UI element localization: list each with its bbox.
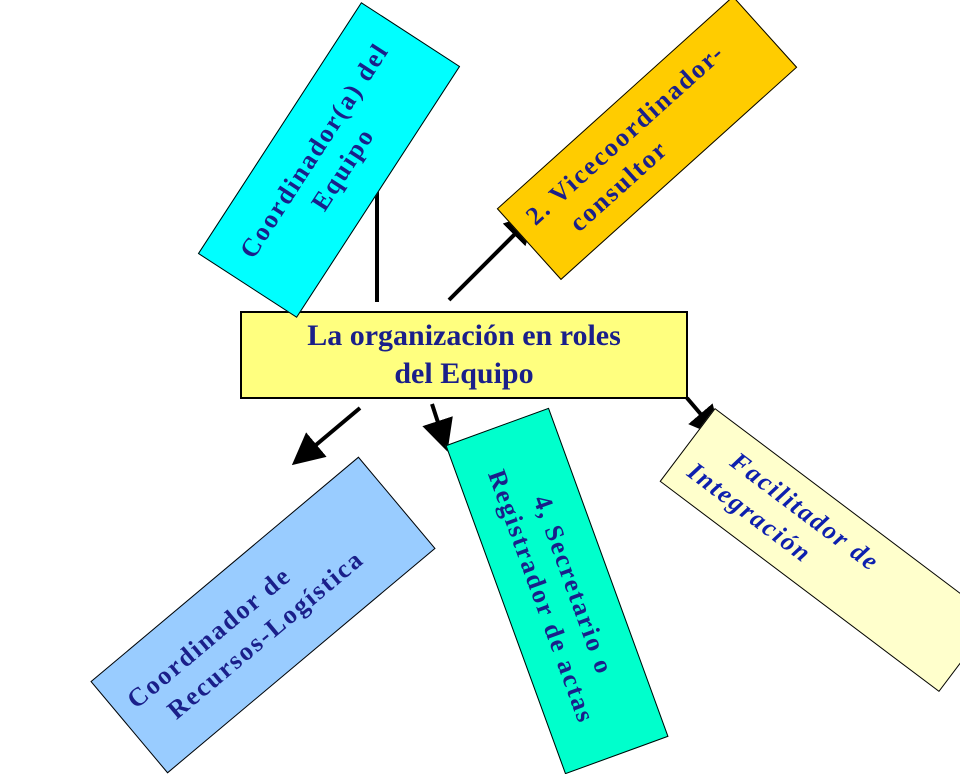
central-topic-line1: La organización en roles bbox=[307, 319, 621, 352]
arrow-to-recursos bbox=[291, 406, 362, 466]
roles-diagram: La organización en roles del Equipo Coor… bbox=[90, 0, 960, 774]
arrow-to-secretario bbox=[422, 403, 453, 452]
central-topic-box: La organización en roles del Equipo bbox=[240, 311, 688, 399]
central-topic-line2: del Equipo bbox=[394, 357, 534, 390]
